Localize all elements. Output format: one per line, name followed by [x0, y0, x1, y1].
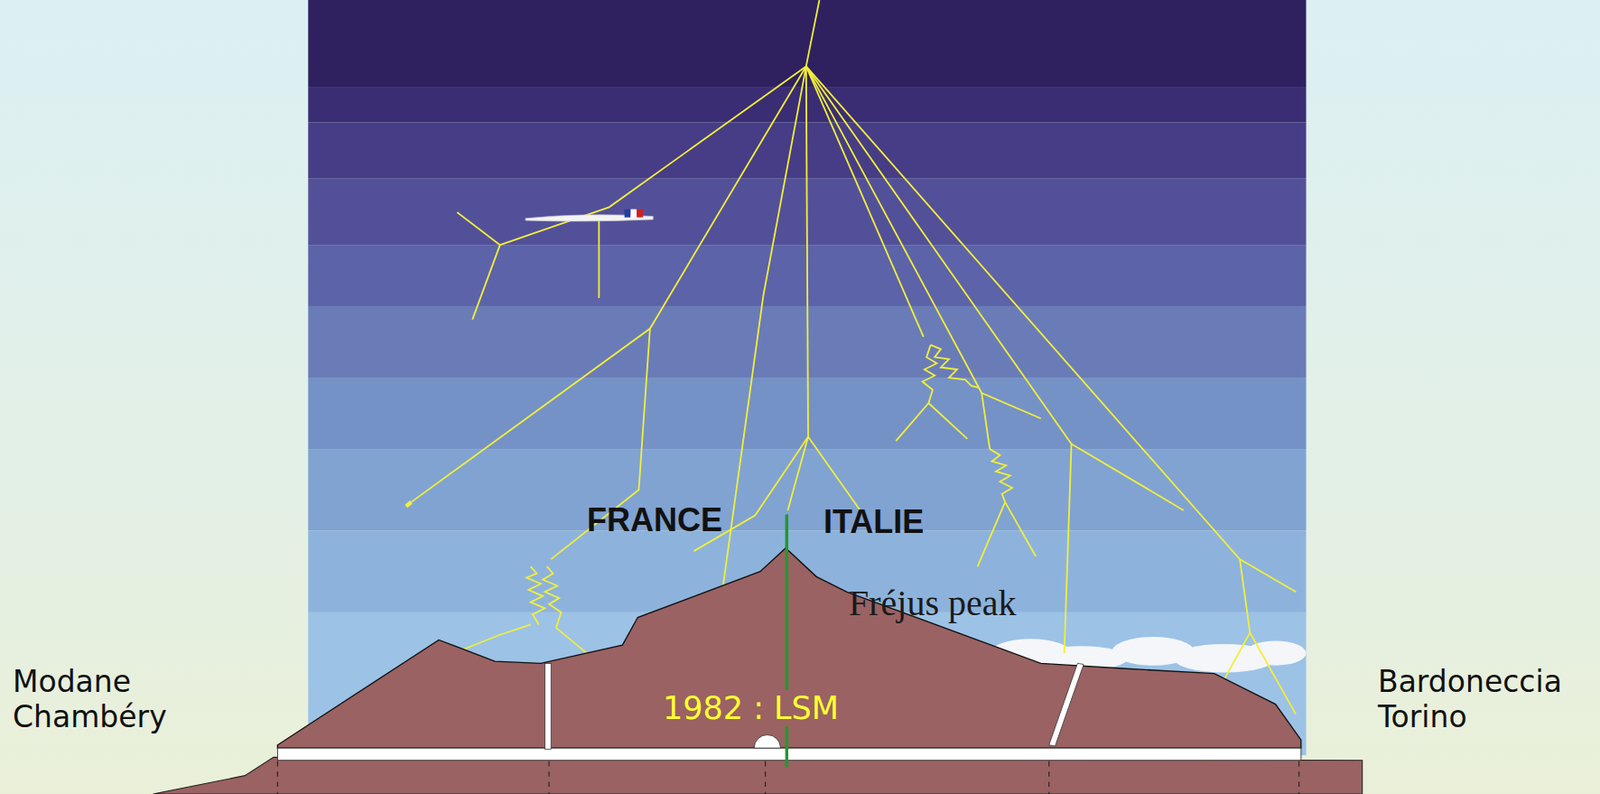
ground-base [153, 756, 1363, 794]
mountain-profile [277, 548, 1301, 748]
country-label: ITALIE [823, 502, 924, 541]
border-line [785, 513, 789, 767]
particle-shower [406, 0, 1296, 715]
peak-label: Fréjus peak [848, 581, 1017, 624]
lab-dome [753, 734, 781, 748]
shaft [1049, 662, 1084, 746]
country-label: FRANCE [586, 501, 723, 540]
tunnel [277, 747, 1301, 761]
lab-label: 1982 : LSM [660, 689, 842, 726]
town-label: Modane Chambéry [12, 663, 168, 735]
town-label: Bardoneccia Torino [1377, 663, 1563, 735]
concorde-plane [525, 209, 653, 222]
shaft [544, 662, 551, 749]
